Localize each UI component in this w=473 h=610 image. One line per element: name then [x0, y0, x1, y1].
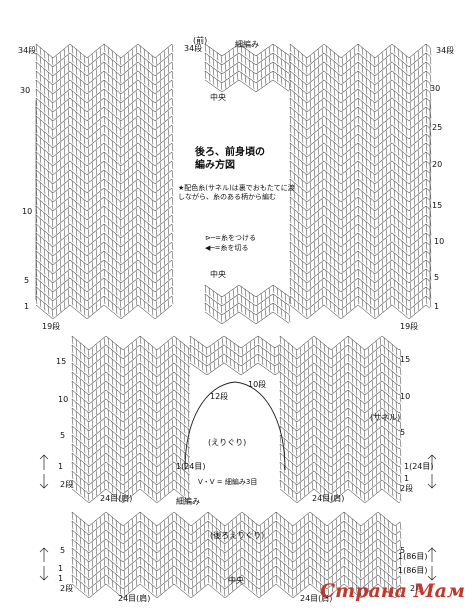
mid-row-5-left: 5 [60, 431, 66, 440]
mid-row-5-right: 5 [400, 428, 406, 437]
shoulder-24-left: 24目(肩) [100, 494, 133, 503]
decrease-label-right: 1(24目) [404, 462, 434, 471]
mid-row-15-left: 15 [56, 357, 67, 366]
neckline-label: (えりぐり) [208, 438, 247, 447]
mid-row-1-left: 1 [58, 462, 64, 471]
single-crochet-label: 細編み [235, 40, 259, 49]
row-label-10-right: 10 [434, 237, 445, 246]
chevron-panel-top-left [35, 43, 174, 319]
neckline-curve [184, 381, 286, 471]
yarn-note: ★配色糸(サネル)は裏でおもたてに渡しながら、糸のある柄から編む [178, 184, 295, 201]
center-label-bottom: 中央 [228, 576, 244, 585]
increase-label-right: 1(86目) [398, 552, 428, 561]
front-label: (前) [193, 36, 208, 45]
chevron-panel-mid-right [279, 335, 402, 503]
watermark: Страна Мам [319, 580, 465, 602]
row-label-20-right: 20 [432, 160, 443, 169]
row-label-1-right: 1 [434, 302, 440, 311]
sanel-label: (サネル) [370, 413, 401, 422]
mid-row-15-right: 15 [400, 355, 411, 364]
chart-title-line2: 編み方図 [195, 160, 235, 171]
decrease-label-left: 1(24目) [176, 462, 206, 471]
bot-row-1b-left: 1 [58, 574, 64, 583]
chart-title-line1: 後ろ、前身頃の [195, 147, 265, 158]
row-label-34-left: 34段 [18, 46, 37, 55]
shoulder-24-right: 24目(肩) [312, 494, 345, 503]
mid-row-1-right: 1 [404, 474, 410, 483]
bot-row-5-left: 5 [60, 546, 66, 555]
legend-join: ⊳─=糸をつける [205, 234, 256, 242]
chevron-strip-mid-center [204, 284, 291, 324]
chevron-panel-mid-top [189, 335, 281, 375]
center-label-mid: 中央 [210, 270, 226, 279]
center-label-top: 中央 [210, 93, 226, 102]
join-arrow-icon: ⊳─ [205, 234, 216, 242]
chevron-strip-top-center [204, 43, 291, 92]
bot-row-1-left: 1 [58, 564, 64, 573]
row-label-10-left: 10 [22, 207, 33, 216]
legend-vv: V・V = 細編み3目 [198, 478, 258, 486]
single-crochet-label-2: 細編み [176, 497, 200, 506]
bot-row-2-left: 2段 [60, 584, 74, 593]
row-label-5-right: 5 [434, 273, 440, 282]
bot-shoulder-right: 24目(肩) [300, 594, 333, 603]
row-label-34-right: 34段 [436, 46, 455, 55]
side-brackets [35, 100, 431, 300]
row-label-25-right: 25 [432, 123, 443, 132]
row-10-label: 10段 [248, 380, 267, 389]
mid-row-10-left: 10 [58, 395, 69, 404]
row-2-label-left: 2段 [60, 480, 74, 489]
row-label-34-center: 34段 [184, 44, 203, 53]
row-2-label-right: 2段 [400, 484, 414, 493]
chevron-panel-bottom [71, 511, 402, 598]
back-neck-label: (後ろえりぐり) [210, 531, 265, 540]
legend-cut: ◀─=糸を切る [205, 244, 249, 252]
row-arrows [39, 454, 437, 581]
bot-row-2-right: 2段 [410, 584, 424, 593]
chevron-panel-mid-left [71, 335, 191, 503]
row-label-30-right: 30 [430, 84, 441, 93]
row-label-19: 19段 [42, 322, 61, 331]
row-12-label: 12段 [210, 392, 229, 401]
row-label-1-left: 1 [24, 302, 30, 311]
bot-shoulder-left: 24目(肩) [118, 594, 151, 603]
row-label-19-right: 19段 [400, 322, 419, 331]
mid-row-10-right: 10 [400, 392, 411, 401]
cut-arrow-icon: ◀─ [205, 244, 215, 252]
row-label-5-left: 5 [24, 276, 30, 285]
row-label-15-right: 15 [432, 201, 443, 210]
chevron-panel-top-right [289, 43, 432, 319]
bot-row-5-right: 5 [400, 546, 406, 555]
chart-title: 後ろ、前身頃の 編み方図 [195, 146, 265, 172]
increase-label-right-2: 1(86目) [398, 566, 428, 575]
row-label-30-left: 30 [20, 86, 31, 95]
